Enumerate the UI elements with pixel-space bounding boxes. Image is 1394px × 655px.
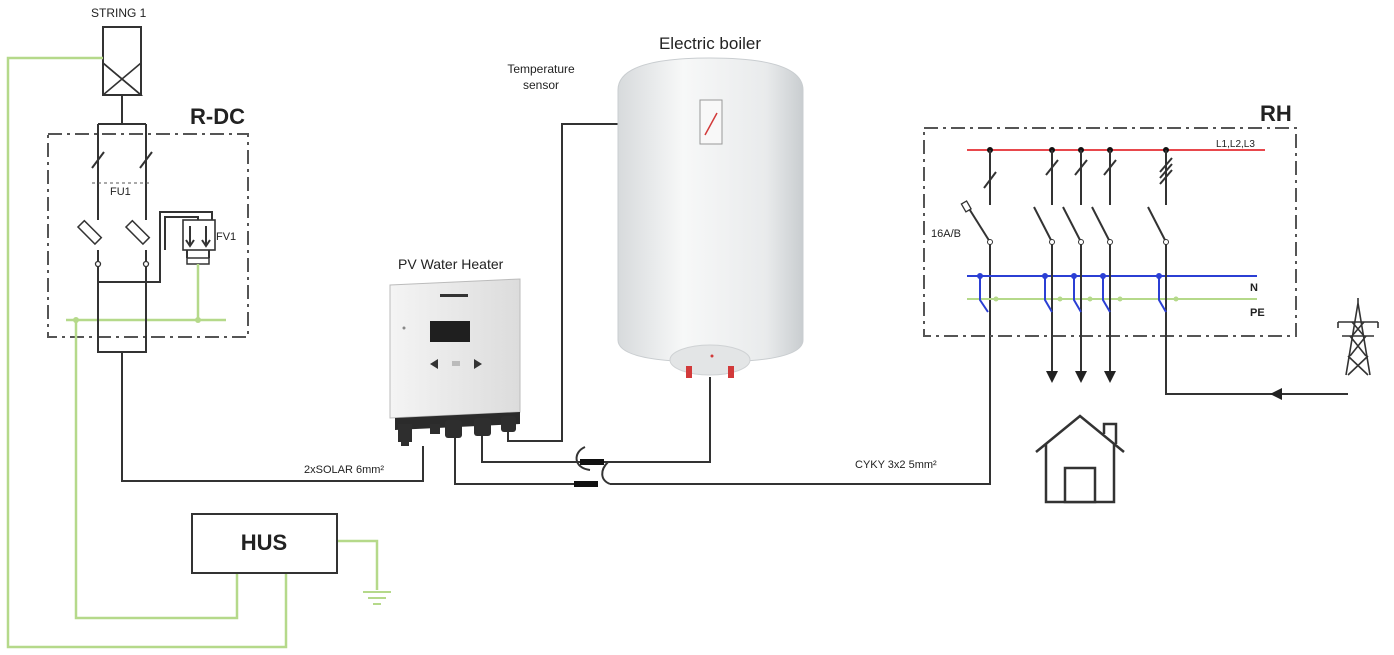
breaker-main-3p — [1147, 147, 1348, 395]
hus-ground-wire — [337, 539, 379, 590]
solar-panel-icon — [102, 26, 144, 96]
logo-mark — [440, 294, 468, 297]
pv-heater-label: PV Water Heater — [398, 256, 504, 272]
hus-box — [191, 513, 338, 574]
pe-label: PE — [1250, 307, 1265, 319]
temp-sensor-label-2: sensor — [523, 78, 559, 92]
thermometer-icon — [704, 112, 718, 136]
n-pe-connections — [977, 273, 1179, 313]
surge-protector-fv1 — [159, 211, 216, 265]
heater-connectors — [398, 416, 516, 446]
cable-crossing-icon — [574, 446, 611, 487]
string-label: STRING 1 — [91, 6, 147, 20]
dc-disconnector — [91, 123, 153, 215]
fu1-label: FU1 — [110, 186, 131, 198]
breaker-house-2 — [1062, 147, 1088, 383]
temp-sensor-label: Temperature — [507, 62, 575, 76]
grid-supply-wire-2 — [610, 242, 991, 485]
hus-label: HUS — [241, 530, 287, 555]
fv1-label: FV1 — [216, 231, 236, 243]
fuse-fu1 — [76, 215, 151, 268]
breaker-house-1 — [1033, 147, 1059, 383]
pv-water-heater — [389, 278, 521, 446]
grid-supply-wire — [454, 438, 578, 485]
earth-node — [195, 317, 201, 323]
heater-display — [430, 321, 470, 342]
rdc-earth-wire — [74, 320, 239, 620]
pylon-icon — [1337, 298, 1379, 376]
cyky-cable-label: CYKY 3x2 5mm² — [855, 459, 937, 471]
electric-boiler — [617, 57, 804, 378]
temperature-sensor-wire — [507, 123, 703, 442]
ok-button-icon — [452, 361, 460, 366]
boiler-supply-wire — [481, 436, 590, 463]
ground-icon — [363, 591, 391, 605]
solar-cable — [121, 352, 424, 482]
rdc-internal-wire — [97, 250, 161, 283]
rh-breakers — [960, 147, 1348, 395]
phases-label: L1,L2,L3 — [1216, 139, 1255, 150]
breaker-16a — [960, 147, 997, 245]
neutral-label: N — [1250, 282, 1258, 294]
breaker-label: 16A/B — [931, 228, 961, 240]
string-earth-wire — [6, 56, 288, 649]
breaker-house-3 — [1091, 147, 1117, 383]
boiler-thermostat — [699, 99, 723, 145]
rdc-label: R-DC — [190, 104, 245, 129]
rh-label: RH — [1260, 101, 1292, 126]
rdc-output-loop — [97, 282, 147, 353]
solar-cable-label: 2xSOLAR 6mm² — [304, 464, 384, 476]
house-icon — [1035, 414, 1125, 504]
rdc-enclosure — [47, 133, 249, 338]
boiler-label: Electric boiler — [659, 34, 761, 53]
boiler-supply-wire-2 — [600, 377, 711, 463]
